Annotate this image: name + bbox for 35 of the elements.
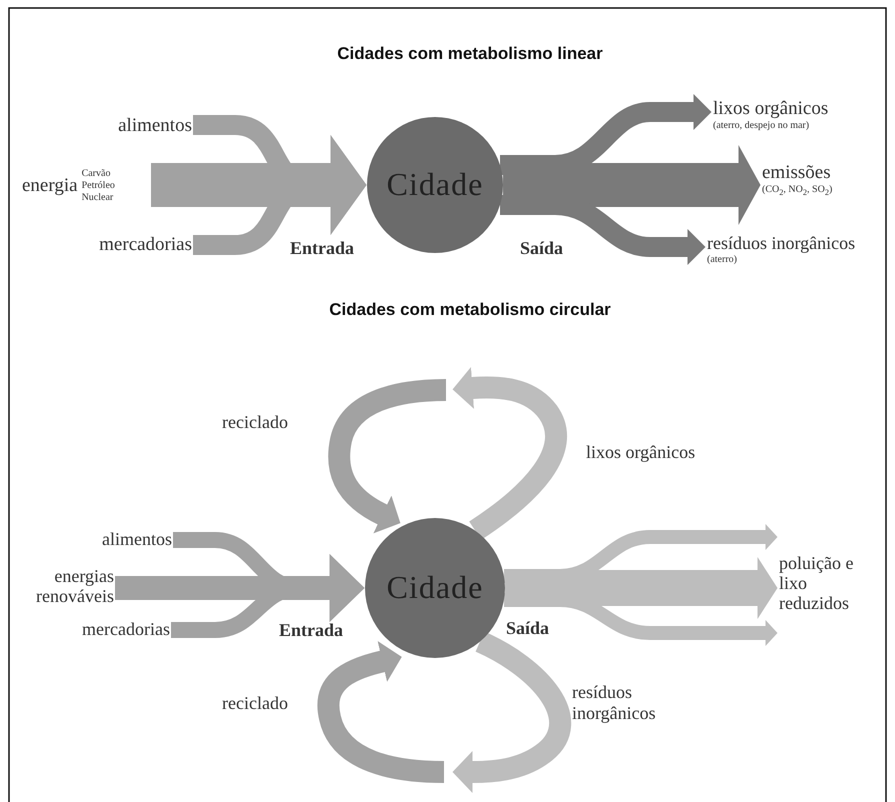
flow-label: poluição e lixo reduzidos <box>779 528 859 640</box>
edge-label: lixos orgânicos <box>586 442 696 463</box>
flow-label: emissões <box>762 163 832 184</box>
city-circle: Cidade <box>367 117 503 253</box>
flow-label: alimentos <box>90 113 192 139</box>
flow-note: (CO$_{2}$, NO$_{2}$, SO$_{2}$) <box>762 184 834 198</box>
flow-arrow <box>505 557 778 619</box>
flow-arrow <box>503 145 760 225</box>
flow-label: mercadorias <box>60 232 192 258</box>
flow-arrow <box>318 641 444 783</box>
energy-sources-list: Carvão Petróleo Nuclear <box>82 168 115 204</box>
flow-stage-label: Entrada <box>290 238 354 259</box>
edge-label: resíduos inorgânicos <box>572 682 657 724</box>
flow-stage-label: Saída <box>520 238 564 259</box>
flow-arrow <box>452 367 567 540</box>
flow-label: lixos orgânicos <box>713 99 830 120</box>
flow-arrow <box>171 554 364 638</box>
flow-stage-label: Entrada <box>279 620 344 641</box>
flow-label: resíduos inorgânicos <box>707 234 856 254</box>
edge-label: reciclado <box>222 412 289 433</box>
flow-note: (aterro) <box>707 254 738 265</box>
flow-label: energias renováveis <box>20 565 114 609</box>
flow-arrow <box>500 195 706 265</box>
section-heading: Cidades com metabolismo circular <box>329 300 611 320</box>
flow-arrow <box>328 379 446 534</box>
flow-stage-label: Saída <box>506 618 550 639</box>
flow-arrow <box>452 632 572 793</box>
city-circle: Cidade <box>365 518 505 658</box>
flow-label: mercadorias <box>48 618 170 642</box>
input-label: energia <box>22 176 78 196</box>
flow-label: alimentos <box>68 528 172 552</box>
edge-label: reciclado <box>222 693 289 714</box>
section-heading: Cidades com metabolismo linear <box>337 44 603 64</box>
flow-note: (aterro, despejo no mar) <box>713 120 810 131</box>
flow-arrow <box>500 94 712 175</box>
